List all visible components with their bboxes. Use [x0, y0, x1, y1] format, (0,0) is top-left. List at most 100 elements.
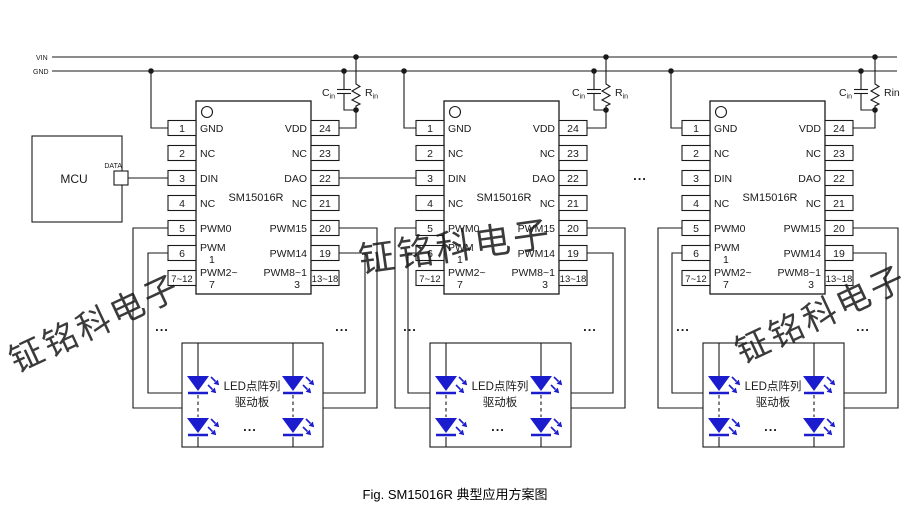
pin-label: NC [714, 148, 730, 160]
pwm1-wire [407, 252, 430, 394]
pin-number: 13~18 [826, 274, 853, 285]
led-light-arrow-icon [731, 429, 738, 436]
junction-dot [603, 107, 609, 113]
led-light-arrow-icon [213, 421, 220, 428]
led-light-arrow-icon [207, 426, 214, 433]
pin-number: 7~12 [685, 274, 706, 285]
pin-box [415, 194, 445, 212]
pin-number: 22 [833, 173, 845, 185]
pin-number: 23 [833, 148, 845, 160]
right-ellipsis: ... [335, 319, 349, 334]
led-icon [187, 418, 209, 433]
pin-box [681, 269, 711, 287]
pwm14-wire [844, 252, 887, 394]
pin-number: 2 [427, 148, 433, 160]
board-ellipsis: ... [491, 419, 505, 434]
capacitor-lead [593, 93, 606, 111]
led-light-arrow-icon [210, 376, 217, 383]
pin-box [681, 194, 711, 212]
led-light-arrow-icon [553, 387, 560, 394]
pin-box [310, 119, 340, 137]
pin-label: PWM14 [784, 248, 822, 260]
led-light-arrow-icon [550, 426, 557, 433]
junction-dot [341, 68, 347, 74]
led-board-label: 驱动板 [235, 395, 270, 409]
pin-label: NC [292, 148, 308, 160]
led-icon [708, 418, 730, 433]
led-light-arrow-icon [826, 387, 833, 394]
power-rails: VIN GND [33, 55, 897, 76]
pin-number: 23 [319, 148, 331, 160]
pin-label: DIN [714, 173, 732, 185]
board-ellipsis: ... [764, 419, 778, 434]
led-light-arrow-icon [734, 421, 741, 428]
pin-number: 2 [179, 148, 185, 160]
pin-box [310, 269, 340, 287]
pin-number: 5 [179, 223, 185, 235]
pin-number: 21 [319, 198, 331, 210]
pin-box [415, 169, 445, 187]
gnd-drop-wire [670, 71, 682, 129]
pin-label: DAO [284, 173, 307, 185]
led-icon [187, 376, 209, 391]
pin-number: 23 [567, 148, 579, 160]
pin-box [310, 194, 340, 212]
pin-box [167, 269, 197, 287]
pin-label: GND [714, 123, 738, 135]
pin-label: NC [448, 148, 464, 160]
pin-label: PWM15 [784, 223, 822, 235]
led-icon [282, 376, 304, 391]
pin-box [415, 144, 445, 162]
capacitor-label: Cin [572, 87, 585, 101]
led-light-arrow-icon [829, 379, 836, 386]
led-light-arrow-icon [305, 387, 312, 394]
chip-name: SM15016R [476, 192, 531, 204]
pin-box [681, 119, 711, 137]
pin-number: 20 [319, 223, 331, 235]
pin-number: 7~12 [419, 274, 440, 285]
pin-label: NC [806, 148, 822, 160]
chip-name: SM15016R [742, 192, 797, 204]
junction-dot [872, 107, 878, 113]
pin-label: NC [540, 148, 556, 160]
led-light-arrow-icon [731, 376, 738, 383]
pin-label: PWM14 [518, 248, 556, 260]
capacitor-label: Cin [839, 87, 852, 101]
led-light-arrow-icon [458, 429, 465, 436]
chain-ellipsis: ... [633, 168, 647, 183]
led-light-arrow-icon [305, 376, 312, 383]
led-icon [435, 418, 457, 433]
led-light-arrow-icon [308, 421, 315, 428]
pin-number: 6 [427, 248, 433, 260]
pin-label: DAO [532, 173, 555, 185]
led-light-arrow-icon [302, 384, 309, 391]
chip-body [443, 100, 560, 295]
led-board-label: LED点阵列 [745, 379, 802, 393]
pin-label: NC [806, 198, 822, 210]
pin-number: 24 [567, 123, 579, 135]
led-light-arrow-icon [302, 426, 309, 433]
led-light-arrow-icon [556, 379, 563, 386]
pin-box [558, 194, 588, 212]
pin-box [824, 269, 854, 287]
led-light-arrow-icon [305, 418, 312, 425]
pin-number: 24 [319, 123, 331, 135]
pin-number: 1 [693, 123, 699, 135]
pin1-marker-icon [448, 105, 462, 119]
led-light-arrow-icon [731, 387, 738, 394]
pin-label: DIN [448, 173, 466, 185]
junction-dot [668, 68, 674, 74]
led-board [429, 342, 572, 448]
led-light-arrow-icon [728, 426, 735, 433]
pin-label: PWM15 [518, 223, 556, 235]
pin-box [558, 269, 588, 287]
pwm15-wire [844, 227, 899, 409]
pin-number: 22 [319, 173, 331, 185]
pwm0-wire [394, 227, 430, 409]
pin-box [167, 119, 197, 137]
